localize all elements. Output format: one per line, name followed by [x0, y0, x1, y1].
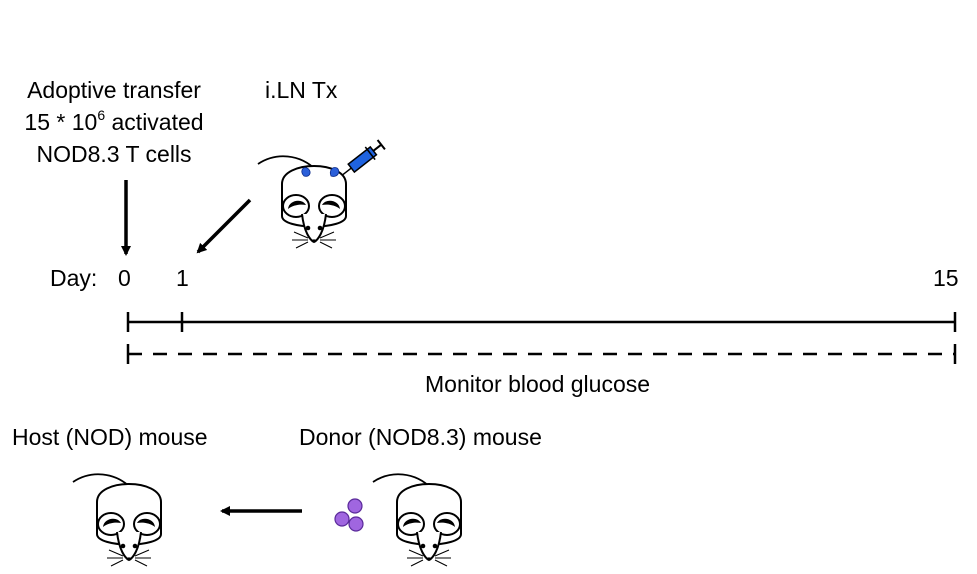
syringe-icon [341, 139, 386, 177]
transfer-line-2: 15 * 106 activated [24, 107, 204, 135]
donor-mouse-icon [372, 473, 462, 567]
tick-label-day-15: 15 [933, 265, 959, 291]
t-cells-icon [334, 498, 364, 532]
lymph-node-icon [301, 167, 311, 177]
iln-arrow [196, 198, 252, 254]
host-mouse-label: Host (NOD) mouse [12, 424, 208, 450]
transfer-line-1: Adoptive transfer [27, 77, 201, 103]
timeline-dashed [126, 344, 957, 364]
tick-label-day-1: 1 [176, 265, 189, 291]
monitor-blood-glucose-label: Monitor blood glucose [425, 371, 651, 397]
transfer-line-3: NOD8.3 T cells [36, 141, 192, 167]
donor-mouse-label: Donor (NOD8.3) mouse [299, 424, 542, 450]
tick-label-day-0: 0 [118, 265, 131, 291]
iln-tx-label: i.LN Tx [265, 77, 338, 103]
lymph-node-icon [329, 167, 340, 177]
day-label: Day: [50, 265, 98, 291]
timeline-solid [126, 312, 957, 332]
host-mouse-icon [72, 473, 162, 567]
adoptive-transfer-label: Adoptive transfer 15 * 106 activated NOD… [0, 74, 228, 170]
treated-mouse-icon [257, 139, 386, 249]
